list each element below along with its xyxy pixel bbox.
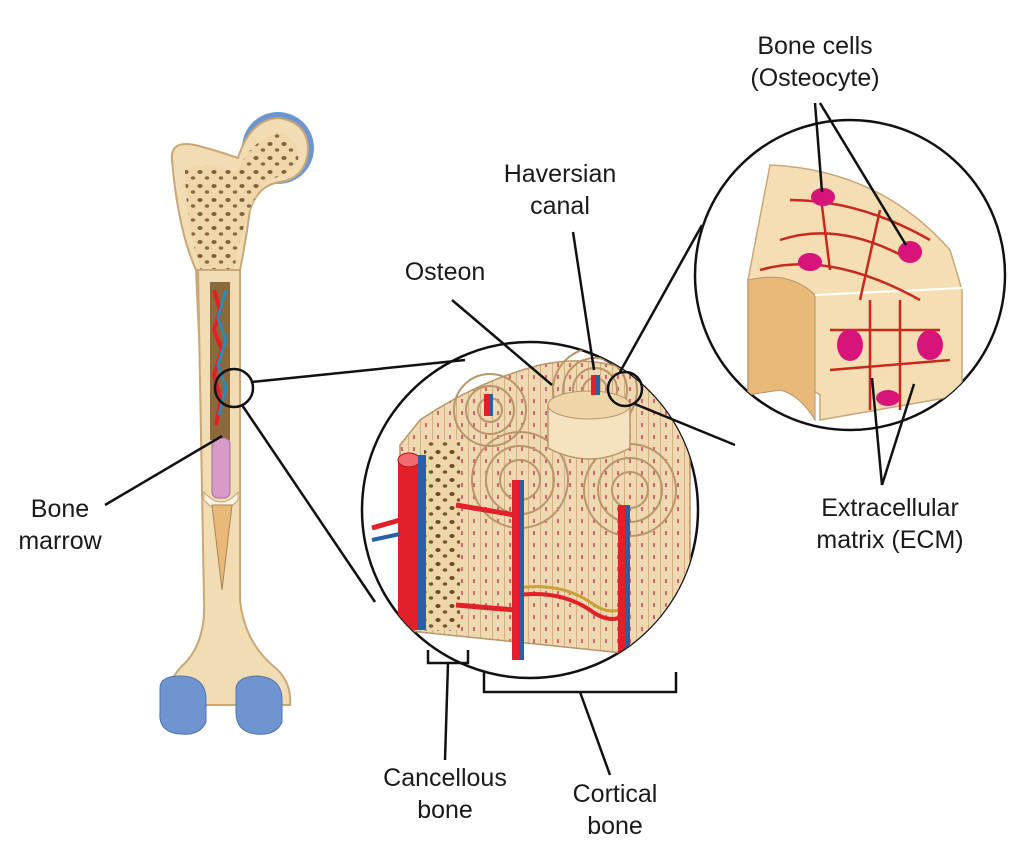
leader-lines xyxy=(104,102,916,776)
ecm-pointer-1 xyxy=(870,377,884,486)
label-ecm-line2: matrix (ECM) xyxy=(816,526,964,554)
vessel-branch-upper xyxy=(455,502,516,518)
inset-line-top xyxy=(618,224,704,373)
bone-cells-pointer-2 xyxy=(818,102,908,246)
label-extracellular-matrix: Extracellular matrix (ECM) xyxy=(790,492,990,556)
magnify-line-top xyxy=(251,358,466,384)
label-cortical-bone-line1: Cortical xyxy=(572,780,658,808)
label-ecm-line1: Extracellular xyxy=(821,494,959,522)
condyle-left xyxy=(159,675,207,735)
label-haversian-canal: Haversian canal xyxy=(470,158,650,222)
nerve-branch xyxy=(517,585,626,613)
osteon-cylinder xyxy=(547,404,631,460)
canal-artery-2 xyxy=(618,505,625,660)
canal-cutaway xyxy=(747,276,816,422)
label-bone-cells: Bone cells (Osteocyte) xyxy=(715,30,915,94)
vessel-branch-lower xyxy=(455,602,516,613)
label-cortical-bone: Cortical bone xyxy=(545,778,685,842)
osteon-zoom-circle xyxy=(606,370,644,408)
cortical-pointer xyxy=(578,691,612,776)
spongy-bone-head xyxy=(185,132,299,280)
label-bone-marrow-line1: Bone xyxy=(30,495,90,523)
osteocyte-block xyxy=(747,164,963,422)
marrow-vein xyxy=(216,289,228,416)
canal-vein-2 xyxy=(625,505,630,660)
ecm-pointer-2 xyxy=(880,383,916,486)
bone-cells-pointer-1 xyxy=(813,102,824,193)
label-cortical-bone-line2: bone xyxy=(587,812,643,840)
osteon-pointer xyxy=(451,299,553,386)
label-cancellous-bone-line2: bone xyxy=(417,796,473,824)
vessel-branch-mid xyxy=(517,592,627,621)
condyle-right xyxy=(235,675,283,735)
label-bone-marrow-line2: marrow xyxy=(18,527,102,555)
label-osteon: Osteon xyxy=(380,256,510,288)
bone-marrow-region xyxy=(211,437,231,499)
cancellous-pointer xyxy=(443,662,450,761)
main-artery xyxy=(398,460,420,630)
femur xyxy=(159,112,314,735)
cancellous-bone-column xyxy=(424,440,460,630)
haversian-canal-pointer xyxy=(571,231,596,371)
label-bone-cells-line1: Bone cells xyxy=(757,32,873,60)
cortical-block xyxy=(371,347,691,661)
haversian-canal-vein xyxy=(596,375,600,395)
main-artery-opening xyxy=(397,452,421,468)
canal-vein-1 xyxy=(519,480,524,660)
block-edge xyxy=(814,287,963,296)
label-haversian-canal-line1: Haversian xyxy=(503,160,617,188)
label-bone-marrow: Bone marrow xyxy=(0,493,120,557)
main-vein xyxy=(418,455,426,630)
lower-cavity xyxy=(211,504,233,591)
label-haversian-canal-line2: canal xyxy=(530,192,590,220)
canal-top-vein-1 xyxy=(489,394,493,416)
label-osteon-line1: Osteon xyxy=(404,258,486,286)
femur-zoom-circle xyxy=(213,367,255,409)
canal-top-artery-1 xyxy=(484,394,489,416)
vessel-branch-out-artery xyxy=(371,517,401,531)
label-cancellous-bone: Cancellous bone xyxy=(360,762,530,826)
magnify-line-bottom xyxy=(240,404,377,603)
haversian-canal-artery xyxy=(591,375,596,395)
osteocytes xyxy=(798,188,943,406)
vessel-branch-out-vein xyxy=(371,532,401,542)
inset-line-bottom xyxy=(634,402,736,447)
label-bone-cells-line2: (Osteocyte) xyxy=(750,64,880,92)
label-cancellous-bone-line1: Cancellous xyxy=(383,764,507,792)
bone-marrow-pointer xyxy=(104,434,223,507)
canal-artery-1 xyxy=(512,480,519,660)
